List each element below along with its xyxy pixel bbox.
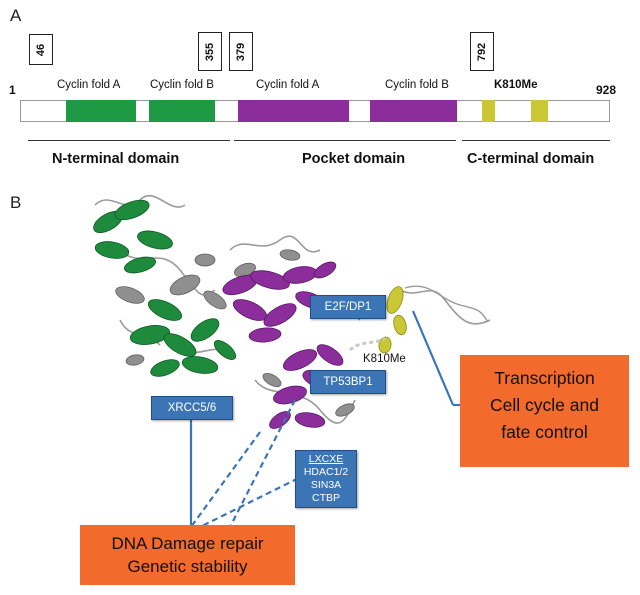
c-terminal-helix <box>378 286 407 354</box>
pocket-fold-a <box>238 100 349 122</box>
c-terminal-segment-1 <box>482 100 495 122</box>
k810me-site-label: K810Me <box>363 353 406 365</box>
panel-b-letter: B <box>10 193 22 212</box>
dna-repair-line-1: DNA Damage repair <box>111 534 264 553</box>
lxcxe-box: LXCXE HDAC1/2 SIN3A CTBP <box>295 450 357 508</box>
grey-helices <box>115 249 355 417</box>
c-terminal-segment-2 <box>531 100 548 122</box>
n-terminal-fold-a <box>66 100 136 122</box>
transcription-line-1: Transcription <box>494 368 595 388</box>
pocket-line <box>234 140 456 141</box>
position-46-box: 46 <box>29 34 53 65</box>
position-355-box: 355 <box>198 32 222 71</box>
k810-link <box>348 336 386 352</box>
dna-repair-function-box: DNA Damage repair Genetic stability <box>80 525 295 585</box>
xrcc5-6-box: XRCC5/6 <box>151 396 233 420</box>
pocket-domain-label: Pocket domain <box>302 151 406 167</box>
transcription-line-3: fate control <box>501 422 588 442</box>
pocket-fold-b <box>370 100 457 122</box>
sequence-end: 928 <box>596 83 617 97</box>
c-terminal-domain-label: C-terminal domain <box>467 151 595 167</box>
transcription-line-2: Cell cycle and <box>490 395 599 415</box>
position-792-box: 792 <box>470 32 494 71</box>
transcription-function-box: Transcription Cell cycle and fate contro… <box>460 355 629 467</box>
fold-label-n-b: Cyclin fold B <box>150 79 214 91</box>
sin3a-label: SIN3A <box>310 479 342 491</box>
panel-a-letter: A <box>10 6 22 25</box>
n-terminal-helices <box>93 199 237 377</box>
dna-repair-line-2: Genetic stability <box>127 557 248 576</box>
fold-label-n-a: Cyclin fold A <box>57 79 121 91</box>
n-terminal-domain-label: N-terminal domain <box>52 151 180 167</box>
position-379-box: 379 <box>229 32 253 71</box>
ctbp-label: CTBP <box>311 492 340 504</box>
tp53bp1-box: TP53BP1 <box>310 370 386 394</box>
n-terminal-line <box>28 140 230 141</box>
fold-label-pocket-b: Cyclin fold B <box>385 79 449 91</box>
pocket-helices <box>222 261 344 429</box>
sequence-start: 1 <box>9 83 16 97</box>
c-terminal-line <box>462 140 610 141</box>
hdac-label: HDAC1/2 <box>303 466 349 478</box>
modification-label: K810Me <box>494 79 538 91</box>
e2f-dp1-box: E2F/DP1 <box>310 295 386 319</box>
fold-label-pocket-a: Cyclin fold A <box>256 79 320 91</box>
n-terminal-fold-b <box>149 100 215 122</box>
lxcxe-label: LXCXE <box>308 453 344 465</box>
